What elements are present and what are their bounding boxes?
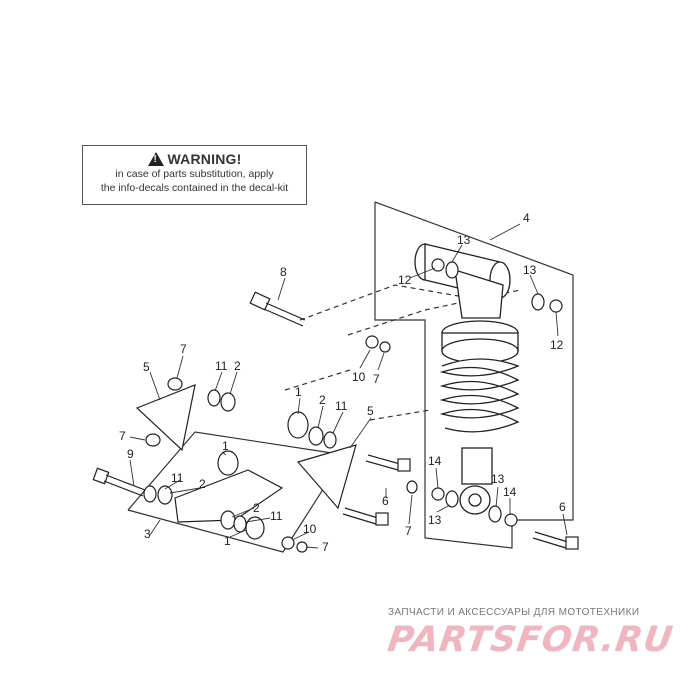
seal-2-lower-mid	[220, 510, 236, 530]
seal-11-lower-mid	[233, 515, 247, 533]
callout-11-lower-mid: 11	[270, 509, 283, 523]
seal-13-lower-right	[488, 505, 502, 523]
callout-1-mid: 1	[295, 385, 302, 399]
callout-11-lower-left: 11	[171, 471, 184, 485]
warning-triangle-icon	[147, 152, 164, 166]
callout-11-left: 11	[215, 359, 228, 373]
callout-13-right: 13	[523, 263, 537, 277]
bolt-6-mid-lower	[342, 507, 389, 526]
callout-5-right: 5	[367, 404, 374, 418]
callout-12-right: 12	[550, 338, 564, 352]
callout-1-lower: 1	[224, 534, 231, 548]
nut-7-right	[406, 480, 418, 494]
callout-10-mid: 10	[352, 370, 366, 384]
bolt-6-right	[532, 531, 579, 550]
footer-watermark: ЗАПЧАСТИ И АКСЕССУАРЫ ДЛЯ МОТОТЕХНИКИ PA…	[385, 607, 688, 660]
seal-11-lower-left	[143, 485, 157, 503]
seal-13-lower-left	[445, 490, 459, 508]
seal-2-mid	[308, 426, 324, 446]
callout-9: 9	[127, 447, 134, 461]
warning-heading: WARNING!	[83, 151, 306, 167]
bolt-8	[249, 291, 306, 327]
seal-2-left	[220, 392, 236, 412]
callout-8: 8	[280, 265, 287, 279]
callout-2-lower-mid: 2	[253, 501, 260, 515]
shock-absorber	[414, 243, 520, 515]
callout-12-left: 12	[398, 273, 412, 287]
nut-7-lower	[296, 541, 308, 553]
callout-6-mid: 6	[382, 494, 389, 508]
callout-13-lower-left: 13	[428, 513, 442, 527]
callout-14-left: 14	[428, 454, 442, 468]
callout-5-left: 5	[143, 360, 150, 374]
bushing-1-mid	[287, 411, 309, 439]
spacer-14-right	[504, 513, 518, 527]
callout-6-right: 6	[559, 500, 566, 514]
callout-7-left: 7	[119, 429, 126, 443]
callout-7-mid: 7	[373, 372, 380, 386]
callout-7-right: 7	[405, 524, 412, 538]
callout-11-mid: 11	[335, 399, 348, 413]
nut-7-left	[145, 433, 161, 447]
warning-line-1: in case of parts substitution, apply	[115, 168, 274, 180]
footer-caption: ЗАПЧАСТИ И АКСЕССУАРЫ ДЛЯ МОТОТЕХНИКИ	[388, 607, 640, 618]
callout-10-lower: 10	[303, 522, 317, 536]
spacer-12-left	[431, 258, 445, 272]
link-plate-right	[296, 444, 357, 510]
callout-2-mid: 2	[319, 393, 326, 407]
spacer-12-right	[549, 299, 563, 313]
nut-10-lower	[281, 536, 295, 550]
callout-14-right: 14	[503, 485, 517, 499]
callout-13-top: 13	[457, 233, 471, 247]
callout-4: 4	[523, 211, 530, 225]
bushing-1-lower	[245, 516, 265, 540]
nut-7-mid	[379, 341, 391, 353]
warning-box: WARNING! in case of parts substitution, …	[82, 145, 307, 205]
callout-2-lower-left: 2	[199, 477, 206, 491]
callout-7-lower: 7	[322, 540, 329, 554]
bolt-6-mid-upper	[365, 454, 411, 472]
seal-11-left	[207, 389, 221, 407]
nut-7-left-top	[167, 377, 183, 391]
shock-frame-outline	[374, 201, 574, 549]
seal-13-top	[445, 261, 459, 279]
warning-title: WARNING!	[167, 151, 242, 167]
seal-2-lower-left	[157, 485, 173, 505]
nut-10-mid	[365, 335, 379, 349]
callout-1-upper-left: 1	[222, 439, 229, 453]
bolt-9	[92, 467, 146, 497]
spacer-14-left	[431, 487, 445, 501]
warning-line-2: the info-decals contained in the decal-k…	[100, 182, 289, 194]
link-plate-left	[135, 384, 196, 452]
footer-brand-logo: PARTSFOR.RU	[385, 620, 676, 660]
seal-13-right	[531, 293, 545, 311]
callout-13-lower-right: 13	[491, 472, 505, 486]
callout-2-left: 2	[234, 359, 241, 373]
callout-7-left-top: 7	[180, 342, 187, 356]
rocker-arm	[174, 469, 284, 523]
seal-11-mid	[323, 431, 337, 449]
bushing-1-upper-left	[217, 450, 239, 476]
callout-3: 3	[144, 527, 151, 541]
